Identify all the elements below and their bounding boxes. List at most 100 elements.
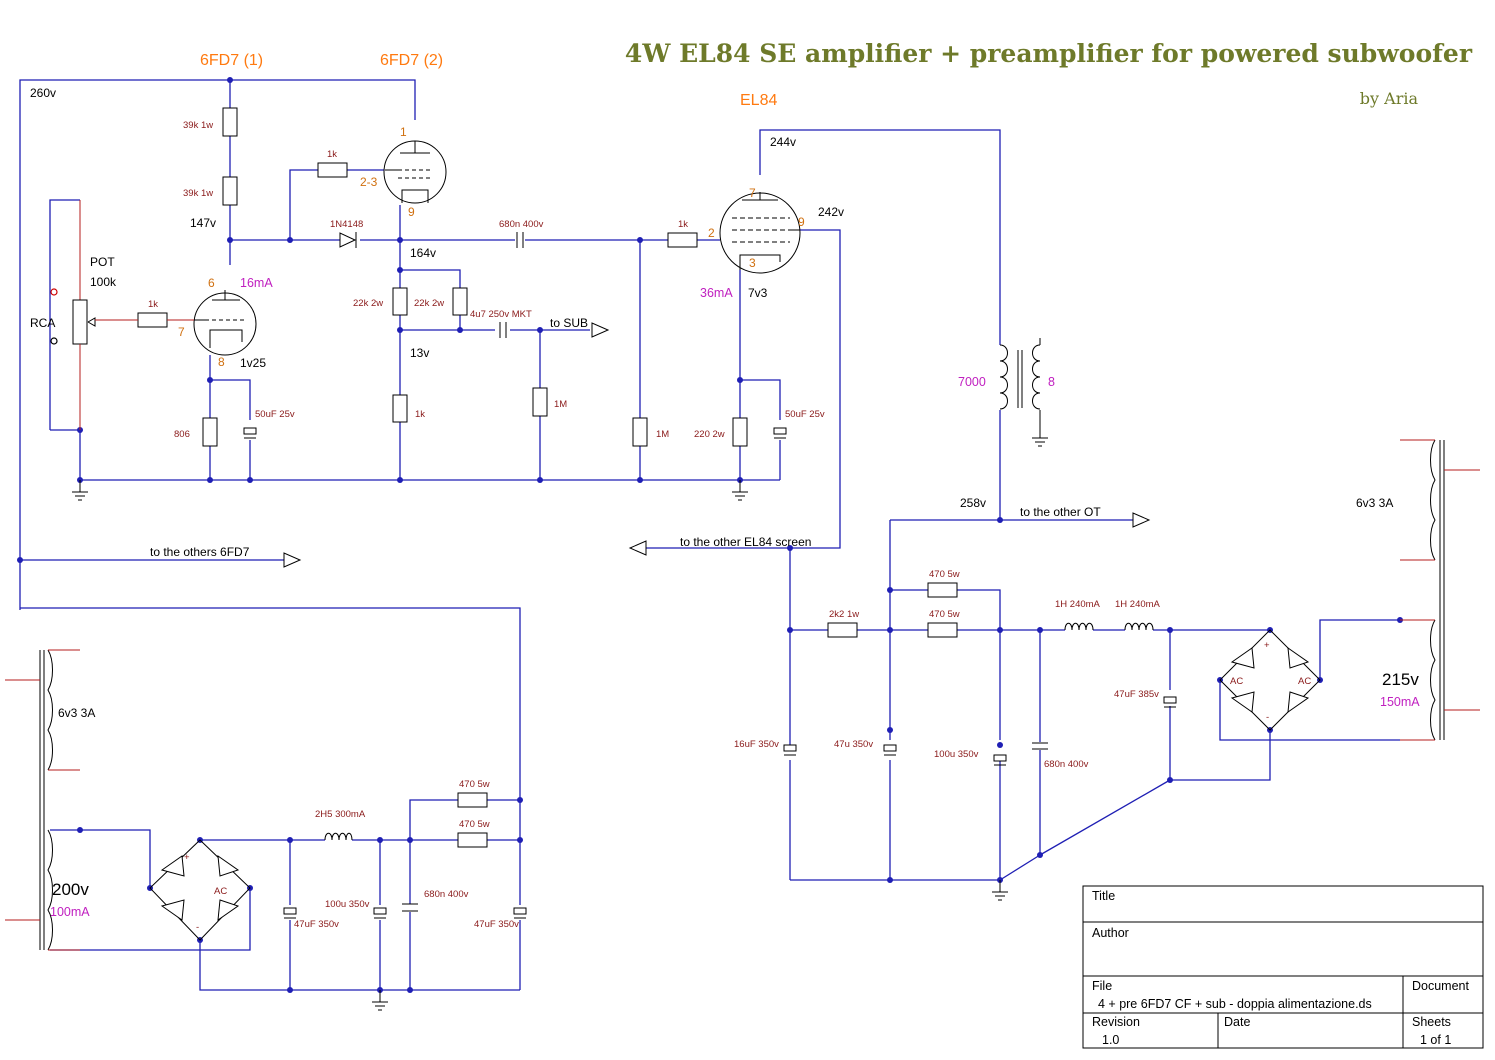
voltage-label: 147v bbox=[190, 216, 216, 230]
title-block-revision-label: Revision bbox=[1092, 1015, 1140, 1029]
capacitor-label: 47uF 350v bbox=[474, 919, 519, 930]
resistor-label: 22k 2w bbox=[353, 298, 383, 309]
tube-6fd7-1 bbox=[193, 290, 257, 356]
voltage-label: 164v bbox=[410, 246, 436, 260]
bridge-minus-label: - bbox=[196, 922, 199, 933]
tube-label-6fd7-2: 6FD7 (2) bbox=[380, 52, 443, 69]
resistors bbox=[137, 107, 958, 848]
resistor-label: 470 5w bbox=[459, 819, 490, 830]
transformer-current-label: 150mA bbox=[1380, 695, 1420, 709]
diode-label: 1N4148 bbox=[330, 219, 363, 230]
voltage-label: 258v bbox=[960, 496, 986, 510]
pin-label: 8 bbox=[218, 355, 225, 369]
preamp-wiring bbox=[19, 79, 780, 800]
resistor-label: 1M bbox=[656, 429, 669, 440]
voltage-label: 1v25 bbox=[240, 356, 266, 370]
resistor-label: 1k bbox=[415, 409, 425, 420]
power-transformer-left bbox=[5, 649, 80, 951]
power-stage-wiring bbox=[645, 129, 1135, 745]
pin-label: 7 bbox=[178, 325, 185, 339]
choke-label: 1H 240mA bbox=[1055, 599, 1101, 610]
bridge-rectifier-right bbox=[1219, 629, 1321, 731]
left-psu-wiring bbox=[50, 799, 521, 991]
tube-el84 bbox=[719, 192, 801, 274]
transformer-heater-label: 6v3 3A bbox=[58, 706, 95, 720]
rca-label: RCA bbox=[30, 316, 55, 330]
resistor-label: 1k bbox=[148, 299, 158, 310]
title-block-author-label: Author bbox=[1092, 926, 1129, 940]
capacitor-label: 100u 350v bbox=[934, 749, 979, 760]
title-block-revision-value: 1.0 bbox=[1102, 1033, 1119, 1047]
bridge-ac-label: AC bbox=[214, 886, 227, 897]
bridge-rectifier-left bbox=[149, 839, 251, 941]
capacitor-label: 16uF 350v bbox=[734, 739, 779, 750]
bridge-ac-label: AC bbox=[1230, 676, 1243, 687]
capacitor-label: 47u 350v bbox=[834, 739, 873, 750]
tube-label-el84: EL84 bbox=[740, 92, 777, 109]
title-block bbox=[1082, 885, 1484, 1049]
transformer-hv-label: 215v bbox=[1382, 670, 1419, 689]
to-sub-label: to SUB bbox=[550, 316, 588, 330]
capacitor-label: 680n 400v bbox=[499, 219, 544, 230]
volume-pot bbox=[72, 200, 194, 430]
offpage-arrows bbox=[283, 322, 1151, 568]
bridge-plus-label: + bbox=[184, 852, 190, 863]
current-label: 16mA bbox=[240, 276, 273, 290]
choke-label: 2H5 300mA bbox=[315, 809, 366, 820]
capacitor-label: 4u7 250v MKT bbox=[470, 309, 532, 320]
to-others-6fd7-label: to the others 6FD7 bbox=[150, 545, 250, 559]
pot-label: POT bbox=[90, 255, 115, 269]
tube-label-6fd7-1: 6FD7 (1) bbox=[200, 52, 263, 69]
capacitor-label: 47uF 385v bbox=[1114, 689, 1159, 700]
choke-label: 1H 240mA bbox=[1115, 599, 1161, 610]
capacitors bbox=[243, 232, 1177, 919]
to-other-screen-label: to the other EL84 screen bbox=[680, 535, 811, 549]
bridge-ac-label: AC bbox=[1298, 676, 1311, 687]
resistor-label: 39k 1w bbox=[183, 188, 213, 199]
tube-6fd7-2 bbox=[383, 140, 447, 204]
voltage-label: 242v bbox=[818, 205, 844, 219]
current-label: 36mA bbox=[700, 286, 733, 300]
pin-label: 7 bbox=[749, 186, 756, 200]
title-block-title-label: Title bbox=[1092, 889, 1115, 903]
voltage-label: 13v bbox=[410, 346, 429, 360]
power-transformer-right bbox=[1400, 439, 1480, 741]
output-transformer bbox=[999, 338, 1048, 447]
voltage-label: 244v bbox=[770, 135, 796, 149]
ot-secondary-label: 8 bbox=[1048, 375, 1055, 389]
pin-label: 3 bbox=[749, 256, 756, 270]
capacitor-label: 47uF 350v bbox=[294, 919, 339, 930]
transformer-current-label: 100mA bbox=[50, 905, 90, 919]
pin-label: 2 bbox=[708, 226, 715, 240]
bridge-plus-label: + bbox=[1264, 640, 1270, 651]
resistor-label: 39k 1w bbox=[183, 120, 213, 131]
pot-value: 100k bbox=[90, 275, 117, 289]
diode-1n4148 bbox=[339, 232, 357, 248]
capacitor-label: 680n 400v bbox=[1044, 759, 1089, 770]
transformer-heater-label: 6v3 3A bbox=[1356, 496, 1393, 510]
title-block-file-label: File bbox=[1092, 979, 1112, 993]
bridge-minus-label: - bbox=[1266, 712, 1269, 723]
resistor-label: 2k2 1w bbox=[829, 609, 859, 620]
chokes bbox=[324, 622, 1154, 841]
transformer-hv-label: 200v bbox=[52, 880, 89, 899]
title-block-file-value: 4 + pre 6FD7 CF + sub - doppia alimentaz… bbox=[1098, 997, 1372, 1011]
pin-label: 9 bbox=[798, 215, 805, 229]
resistor-label: 470 5w bbox=[929, 569, 960, 580]
resistor-label: 470 5w bbox=[929, 609, 960, 620]
capacitor-label: 680n 400v bbox=[424, 889, 469, 900]
resistor-label: 220 2w bbox=[694, 429, 725, 440]
resistor-label: 22k 2w bbox=[414, 298, 444, 309]
resistor-label: 1k bbox=[678, 219, 688, 230]
resistor-label: 1k bbox=[327, 149, 337, 160]
schematic-title: 4W EL84 SE amplifier + preamplifier for … bbox=[625, 39, 1473, 68]
rca-jack bbox=[50, 288, 58, 345]
resistor-label: 806 bbox=[174, 429, 190, 440]
title-block-date-label: Date bbox=[1224, 1015, 1250, 1029]
ground-symbols bbox=[72, 480, 1008, 1011]
capacitor-label: 50uF 25v bbox=[785, 409, 825, 420]
title-block-document-label: Document bbox=[1412, 979, 1469, 993]
resistor-label: 1M bbox=[554, 399, 567, 410]
right-psu-wiring bbox=[789, 580, 1400, 881]
